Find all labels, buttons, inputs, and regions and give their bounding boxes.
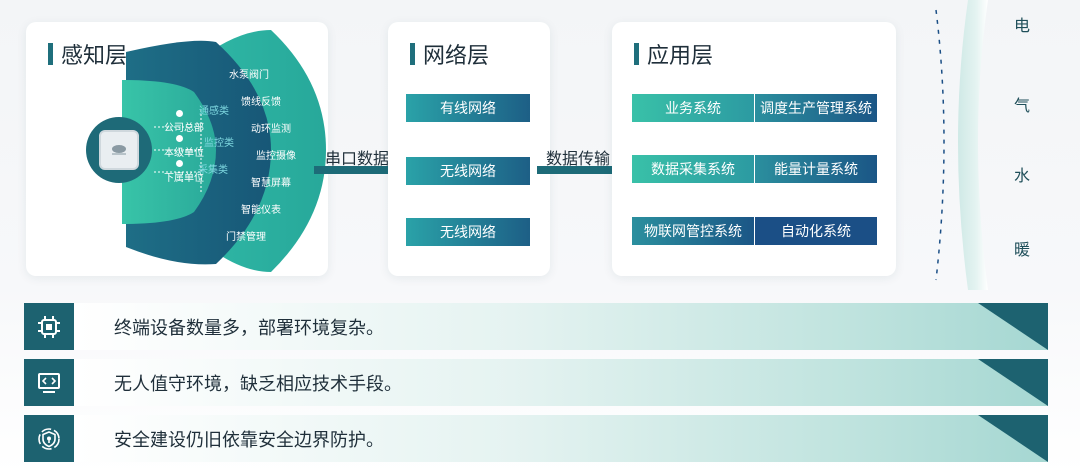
- problem-band-fill: [74, 359, 1048, 406]
- network-layer-panel: 网络层 有线网络 无线网络 无线网络: [388, 22, 550, 276]
- category-label: 监控类: [204, 138, 234, 149]
- chip-icon: [24, 303, 74, 350]
- serial-data-label: 串口数据: [325, 149, 390, 168]
- shield-icon: [24, 415, 74, 462]
- network-item-label: 有线网络: [440, 101, 496, 117]
- problem-text: 无人值守环境，缺乏相应技术手段。: [114, 373, 402, 395]
- app-item: 能量计量系统: [755, 155, 877, 183]
- title-bar-accent: [410, 43, 415, 65]
- app-item-label: 业务系统: [665, 101, 721, 117]
- problem-text: 终端设备数量多，部署环境复杂。: [114, 317, 384, 339]
- sensor-device-icon: [99, 130, 139, 170]
- network-item: 无线网络: [406, 157, 530, 185]
- device-label: 动环监测: [251, 124, 291, 135]
- app-item-label: 自动化系统: [781, 224, 851, 240]
- monitor-code-icon: [24, 359, 74, 406]
- title-bar-accent: [634, 43, 639, 65]
- network-layer-title-text: 网络层: [423, 44, 490, 69]
- sensor-device: [86, 117, 152, 183]
- network-layer-title: 网络层: [410, 38, 489, 70]
- perception-layer-title: 感知层: [48, 38, 127, 70]
- utility-char: 暖: [1014, 240, 1031, 259]
- problem-text: 安全建设仍旧依靠安全边界防护。: [114, 429, 384, 451]
- device-label: 馈线反馈: [241, 97, 281, 108]
- level-dot: [176, 160, 183, 167]
- perception-layer-panel: 感知层: [26, 22, 328, 276]
- problem-band: 无人值守环境，缺乏相应技术手段。: [24, 359, 1048, 406]
- level-label: 本级单位: [164, 148, 204, 159]
- category-label: 通感类: [199, 106, 229, 117]
- utility-char: 水: [1014, 166, 1031, 185]
- fan-inner-band: [122, 80, 216, 224]
- utility-side-column: 电 气 水 暖: [928, 0, 1068, 290]
- level-dot: [176, 135, 183, 142]
- band-corner-graphic: [978, 415, 1048, 462]
- device-label: 智能仪表: [241, 205, 281, 216]
- device-label: 门禁管理: [226, 232, 266, 243]
- band-corner-graphic: [978, 359, 1048, 406]
- app-item-label: 物联网管控系统: [644, 224, 742, 240]
- app-item: 业务系统: [632, 94, 754, 122]
- problem-band-fill: [74, 303, 1048, 350]
- network-item: 有线网络: [406, 94, 530, 122]
- app-item: 物联网管控系统: [632, 217, 754, 245]
- application-layer-title-text: 应用层: [647, 44, 714, 69]
- app-item-label: 能量计量系统: [774, 162, 858, 178]
- network-item-label: 无线网络: [440, 164, 496, 180]
- app-item: 调度生产管理系统: [755, 94, 877, 122]
- data-transfer-label: 数据传输: [546, 149, 611, 168]
- device-label: 水泵阀门: [229, 70, 269, 81]
- level-label: 公司总部: [164, 123, 204, 134]
- network-item-label: 无线网络: [440, 225, 496, 241]
- application-layer-panel: 应用层 业务系统 调度生产管理系统 数据采集系统 能量计量系统 物联网管控系统 …: [612, 22, 896, 276]
- perception-layer-title-text: 感知层: [61, 44, 128, 69]
- sensor-fan-graphic: [122, 30, 326, 272]
- side-arc-graphic: [935, 0, 988, 290]
- utility-char: 电: [1014, 16, 1031, 35]
- app-item: 自动化系统: [755, 217, 877, 245]
- app-item: 数据采集系统: [632, 155, 754, 183]
- network-item: 无线网络: [406, 218, 530, 246]
- level-dot: [176, 110, 183, 117]
- utility-char: 气: [1014, 96, 1031, 115]
- title-bar-accent: [48, 43, 53, 65]
- category-label: 采集类: [198, 165, 228, 176]
- band-corner-graphic: [978, 303, 1048, 350]
- device-label: 智慧屏幕: [251, 178, 291, 189]
- device-label: 监控摄像: [256, 151, 296, 162]
- application-layer-title: 应用层: [634, 38, 713, 70]
- problem-band: 安全建设仍旧依靠安全边界防护。: [24, 415, 1048, 462]
- problem-band-fill: [74, 415, 1048, 462]
- app-item-label: 数据采集系统: [651, 162, 735, 178]
- level-label: 下属单位: [164, 173, 204, 184]
- app-item-label: 调度生产管理系统: [760, 101, 872, 117]
- problem-band: 终端设备数量多，部署环境复杂。: [24, 303, 1048, 350]
